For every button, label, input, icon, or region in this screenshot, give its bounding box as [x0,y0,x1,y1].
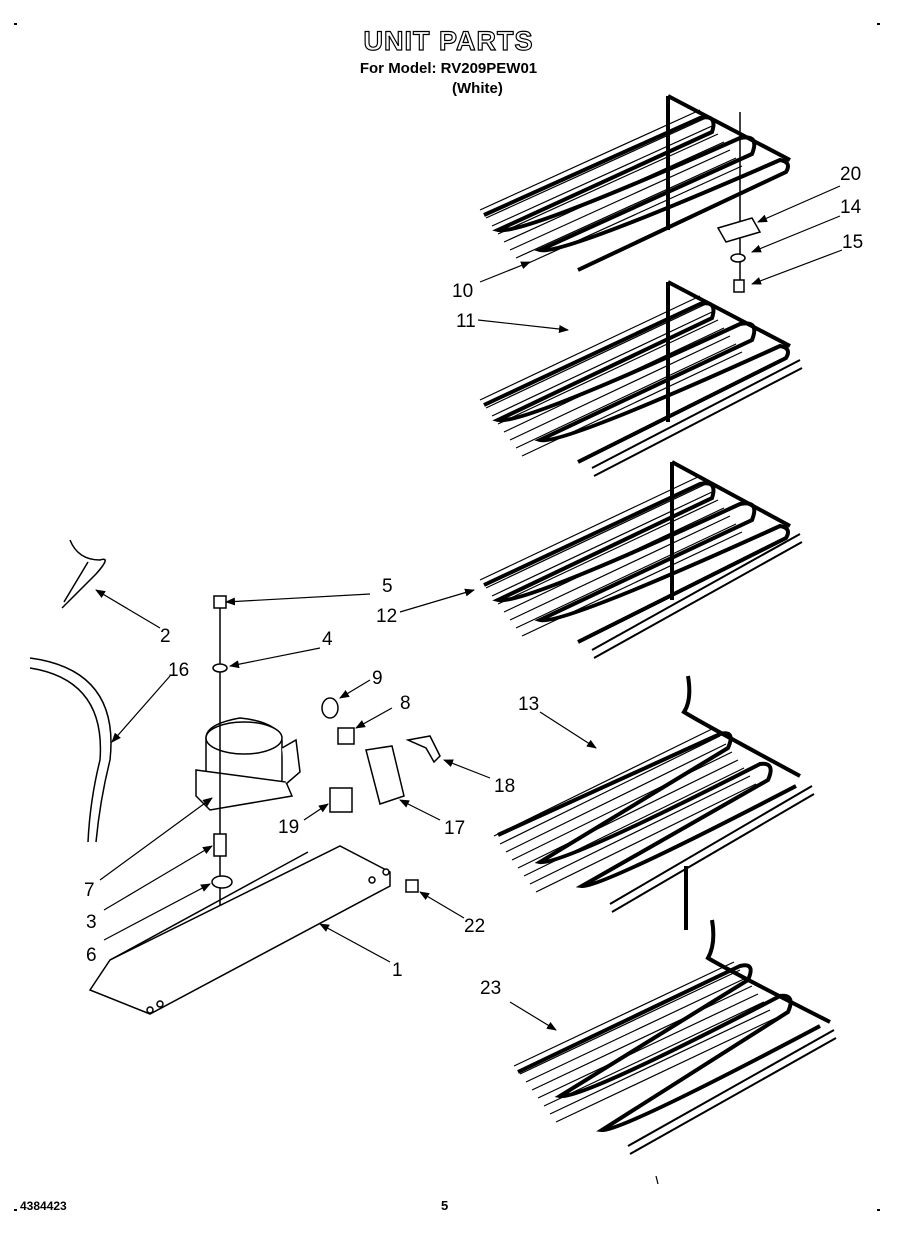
coil-shelf-23 [513,919,837,1155]
callout-14: 14 [840,197,862,218]
base-plate-part-1 [88,845,419,1015]
compressor-assembly [195,595,301,960]
coil-shelf-11 [479,280,803,477]
callout-5: 5 [382,576,393,597]
document-number: 4384423 [20,1199,67,1213]
page-number: 5 [441,1198,449,1213]
capillary-tube-part-2 [61,539,106,609]
coil-shelf-13 [493,675,815,930]
callout-4: 4 [322,629,333,650]
callout-labels: 20 14 15 10 11 5 12 2 4 16 9 8 13 18 19 … [84,164,863,999]
mounting-bracket-parts [716,112,762,293]
hose-part-16 [29,657,112,843]
callout-16: 16 [168,660,189,681]
callout-19: 19 [278,817,299,838]
callout-2: 2 [160,626,171,647]
model-line: For Model: RV209PEW01 [359,60,538,77]
page-title: UNIT PARTS [363,25,534,56]
callout-8: 8 [400,693,411,714]
coil-shelf-12 [479,460,803,659]
corner-marks [14,23,880,1211]
stray-mark [655,1175,659,1185]
callout-18: 18 [494,776,515,797]
coil-shelf-10 [479,94,791,272]
model-variant: (White) [452,80,503,97]
callout-10: 10 [452,281,473,302]
callout-13: 13 [518,694,539,715]
callout-23: 23 [480,978,501,999]
callout-17: 17 [444,818,465,839]
callout-12: 12 [376,606,397,627]
callout-20: 20 [840,164,861,185]
callout-6: 6 [86,945,97,966]
callout-arrows [95,185,843,1031]
callout-15: 15 [842,232,863,253]
callout-9: 9 [372,668,383,689]
electrical-components [321,697,441,813]
callout-1: 1 [392,960,403,981]
callout-22: 22 [464,916,485,937]
callout-7: 7 [84,880,95,901]
callout-11: 11 [456,311,476,332]
callout-3: 3 [86,912,97,933]
